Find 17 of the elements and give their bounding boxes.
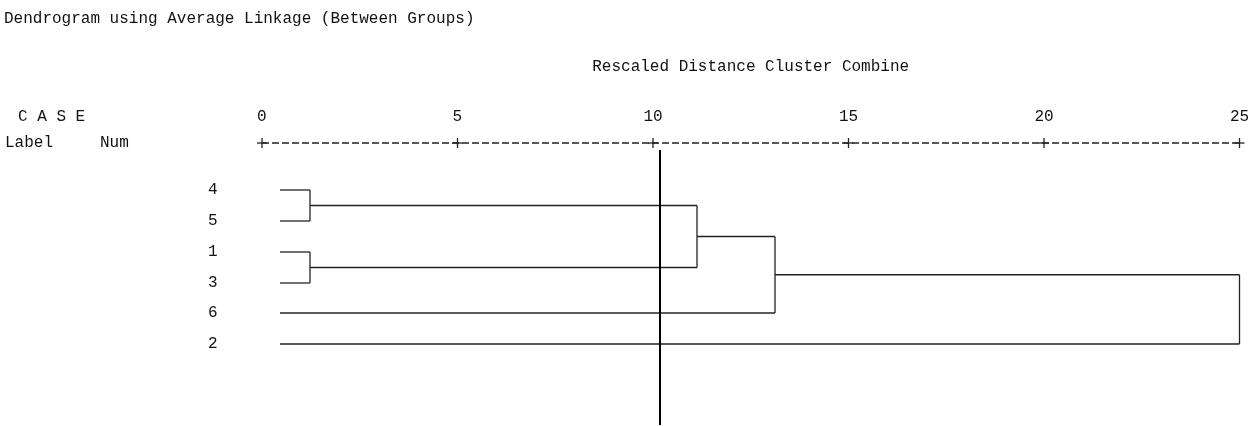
axis-title: Rescaled Distance Cluster Combine xyxy=(592,58,910,76)
chart-title: Dendrogram using Average Linkage (Between Groups) xyxy=(4,10,475,28)
column-header: C A S E xyxy=(18,108,86,126)
column-header: Label xyxy=(5,134,53,152)
case-number: 5 xyxy=(208,212,218,230)
tick-label: 0 xyxy=(257,108,267,126)
tick-label: 20 xyxy=(1034,108,1054,126)
tick-label: 10 xyxy=(643,108,663,126)
tick-label: 15 xyxy=(839,108,859,126)
case-number: 3 xyxy=(208,274,218,292)
tick-label: 25 xyxy=(1230,108,1250,126)
case-number: 1 xyxy=(208,243,218,261)
case-number: 4 xyxy=(208,181,218,199)
case-number: 6 xyxy=(208,304,218,322)
tick-label: 5 xyxy=(452,108,463,126)
column-header: Num xyxy=(100,134,129,152)
case-number: 2 xyxy=(208,335,218,353)
